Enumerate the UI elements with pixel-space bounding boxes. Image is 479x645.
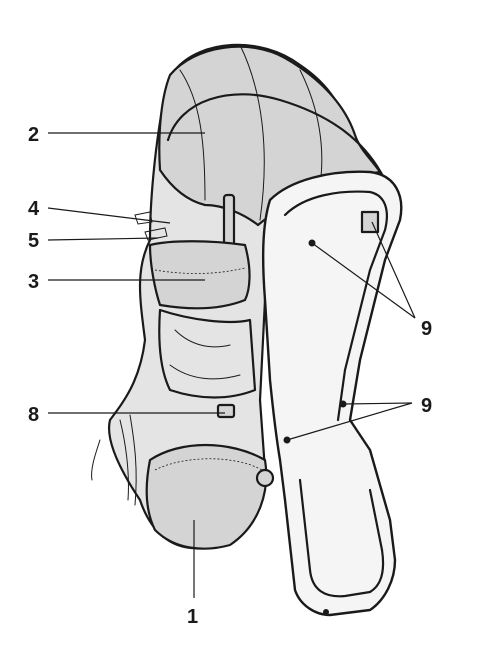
callout-5: 5 (28, 230, 39, 252)
leader-9b-2 (286, 402, 413, 441)
child-seat (148, 240, 251, 310)
leg-opening (174, 329, 231, 348)
storage-compartment (145, 443, 268, 550)
side-strap (119, 419, 129, 501)
leader-9b-1 (342, 402, 413, 405)
callout-3: 3 (28, 271, 39, 293)
callout-8: 8 (28, 404, 39, 426)
hip-pivot (255, 468, 275, 488)
callout-leaders (47, 132, 416, 598)
kickstand-bolt (323, 609, 329, 615)
frame-inner (298, 478, 385, 598)
side-strap (91, 439, 101, 481)
callout-2: 2 (28, 124, 39, 146)
canopy-rib (299, 69, 323, 186)
strap-clip (134, 211, 153, 225)
leader-4 (47, 207, 171, 224)
frame-inner (283, 190, 388, 422)
callout-4: 4 (28, 198, 40, 220)
front-panel (158, 308, 257, 399)
side-strap (129, 414, 137, 506)
canopy-frame-arc (166, 93, 387, 182)
callout-9a: 9 (421, 318, 432, 340)
seat-seam (154, 267, 246, 274)
footrest-clip (216, 403, 236, 419)
carrier-frame (261, 170, 403, 617)
child-carrier-illustration (91, 43, 403, 617)
callout-1: 1 (187, 606, 198, 628)
leader-5 (47, 237, 159, 241)
canopy-rib (179, 69, 206, 201)
callout-9b: 9 (421, 395, 432, 417)
leg-opening (169, 364, 241, 380)
canopy-rib (239, 44, 265, 221)
compartment-zipper (154, 458, 263, 471)
leader-9a-1 (311, 242, 416, 319)
strap-clip (144, 227, 168, 241)
leader-9a-2 (371, 221, 416, 319)
callout-labels: 2 4 5 3 9 9 8 1 (28, 124, 432, 628)
